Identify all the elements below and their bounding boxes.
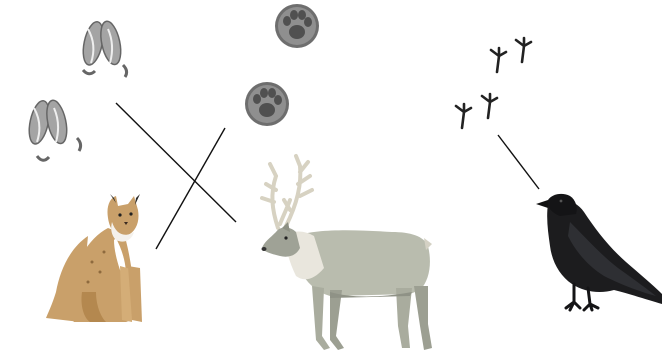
raven-icon — [536, 194, 662, 310]
paw-print-icon — [245, 82, 289, 126]
lynx-icon — [46, 194, 142, 322]
bird-track-icon — [456, 38, 531, 128]
hoof-print-icon — [26, 99, 81, 161]
paw-print-icon — [275, 4, 319, 48]
match-line-bird-to-raven — [498, 135, 539, 189]
reindeer-icon — [262, 156, 433, 350]
match-line-paw-to-lynx — [156, 128, 225, 249]
hoof-print-icon — [80, 20, 127, 77]
